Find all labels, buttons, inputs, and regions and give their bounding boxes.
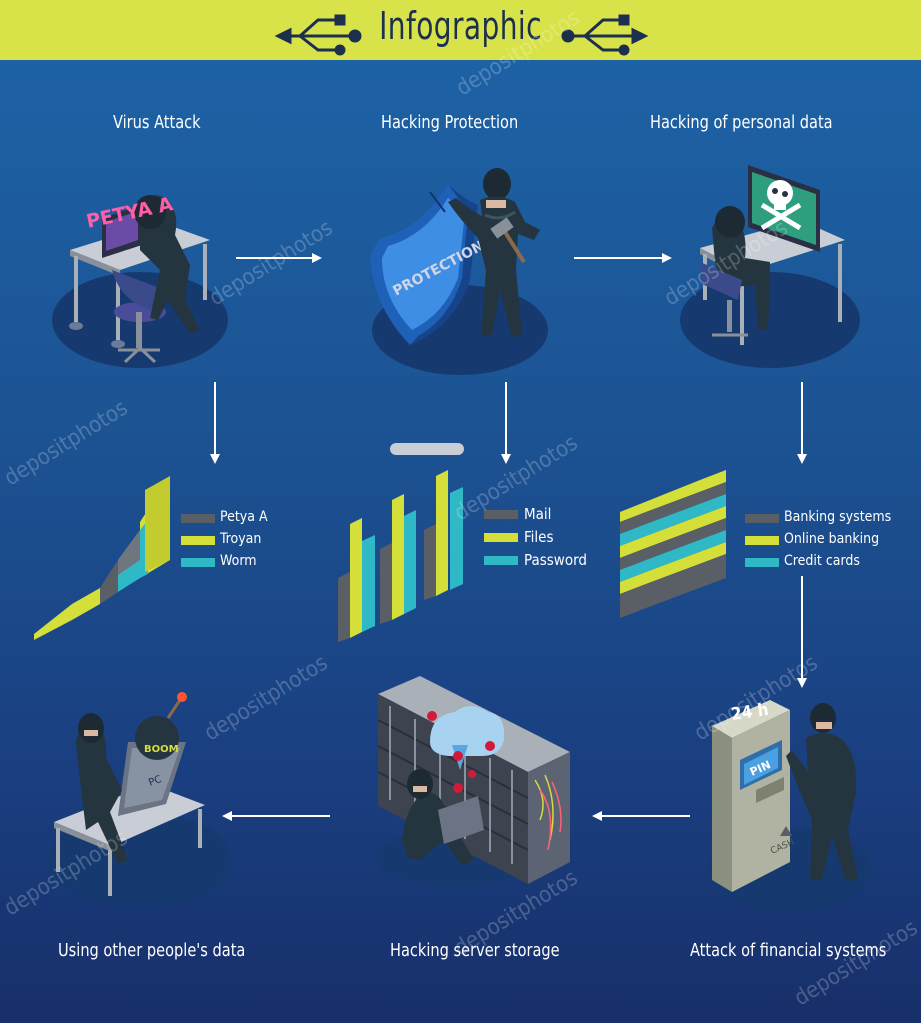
bar-group-2 [380, 494, 416, 624]
legend-worm: Worm [220, 553, 257, 569]
header-bar: Infographic [0, 0, 921, 60]
data-bar-chart [338, 443, 464, 642]
legend-password: Password [524, 551, 587, 569]
legend-mail: Mail [524, 505, 552, 523]
atm-illustration: PIN CASH 24 h [708, 700, 872, 912]
finance-stacked-chart [620, 470, 726, 618]
usb-icon-right [561, 14, 649, 56]
legend-online-banking: Online banking [784, 531, 880, 547]
legend-swatch-yellow [484, 533, 518, 542]
step-label-hacking-protection: Hacking Protection [381, 112, 519, 133]
flow-arrows [210, 253, 807, 821]
legend-swatch-gray [745, 514, 779, 523]
pc-label: PC [147, 774, 163, 789]
usb-icon-left [274, 14, 362, 56]
step-label-personal-data: Hacking of personal data [650, 112, 833, 133]
legend-swatch-gray [484, 510, 518, 519]
bar-group-1 [338, 518, 375, 642]
legend-swatch-yellow [745, 536, 779, 545]
step-label-financial-attack: Attack of financial systems [690, 940, 887, 961]
server-storage-illustration [375, 676, 570, 886]
legend-swatch-teal [484, 556, 518, 565]
legend-swatch-gray [181, 514, 215, 523]
legend-swatch-teal [745, 558, 779, 567]
step-label-server-storage: Hacking server storage [390, 940, 560, 961]
bar-group-3 [424, 470, 463, 600]
hacking-protection-illustration: PROTECTION [370, 168, 548, 375]
legend-swatch-teal [181, 558, 215, 567]
step-label-using-data: Using other people's data [58, 940, 246, 961]
minus-pill [390, 443, 464, 455]
step-label-virus-attack: Virus Attack [113, 112, 201, 133]
virus-attack-illustration: PETYA A [52, 193, 228, 368]
legend-troyan: Troyan [220, 531, 262, 547]
legend-credit-cards: Credit cards [784, 553, 860, 569]
legend-petya: Petya A [220, 509, 268, 525]
boom-label: BOOM [144, 744, 179, 755]
legend-banking-systems: Banking systems [784, 509, 892, 525]
personal-data-illustration [680, 165, 860, 368]
legend-swatch-yellow [181, 536, 215, 545]
page-title: Infographic [379, 4, 542, 48]
legend-files: Files [524, 528, 554, 546]
using-data-illustration: BOOM PC [48, 692, 232, 908]
virus-area-chart [34, 476, 170, 640]
